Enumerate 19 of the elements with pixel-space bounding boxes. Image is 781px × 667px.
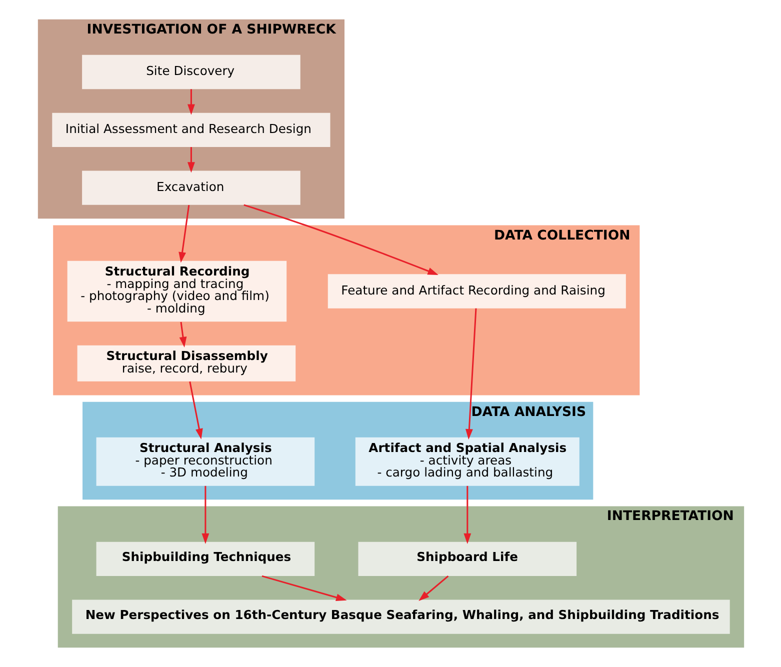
node-box: Shipboard Life [358, 542, 576, 576]
arrow [186, 147, 194, 173]
node-box: Shipbuilding Techniques [96, 542, 314, 576]
node-box: Excavation [82, 170, 300, 205]
node-box: Feature and Artifact Recording and Raising [327, 274, 626, 308]
arrow [418, 576, 448, 601]
arrow [186, 89, 194, 115]
arrow [201, 486, 209, 544]
node-box: Structural Recording - mapping and tracing - photography (video and film) - molding [66, 260, 286, 322]
node-box: Structural Analysis - paper reconstruction - 3D modeling [96, 437, 314, 486]
node-box: Initial Assessment and Research Design [52, 112, 330, 147]
arrow [261, 575, 346, 601]
arrow [463, 486, 471, 544]
node-box: New Perspectives on 16th-Century Basque Seafaring, Whaling, and Shipbuilding Traditions [72, 600, 730, 634]
node-box: Artifact and Spatial Analysis - activity areas - cargo lading and ballasting [354, 437, 579, 486]
node-box: Structural Disassembly raise, record, rebury [76, 345, 296, 382]
arrow [464, 308, 476, 440]
arrow [178, 322, 186, 348]
node-box: Site Discovery [82, 54, 300, 90]
